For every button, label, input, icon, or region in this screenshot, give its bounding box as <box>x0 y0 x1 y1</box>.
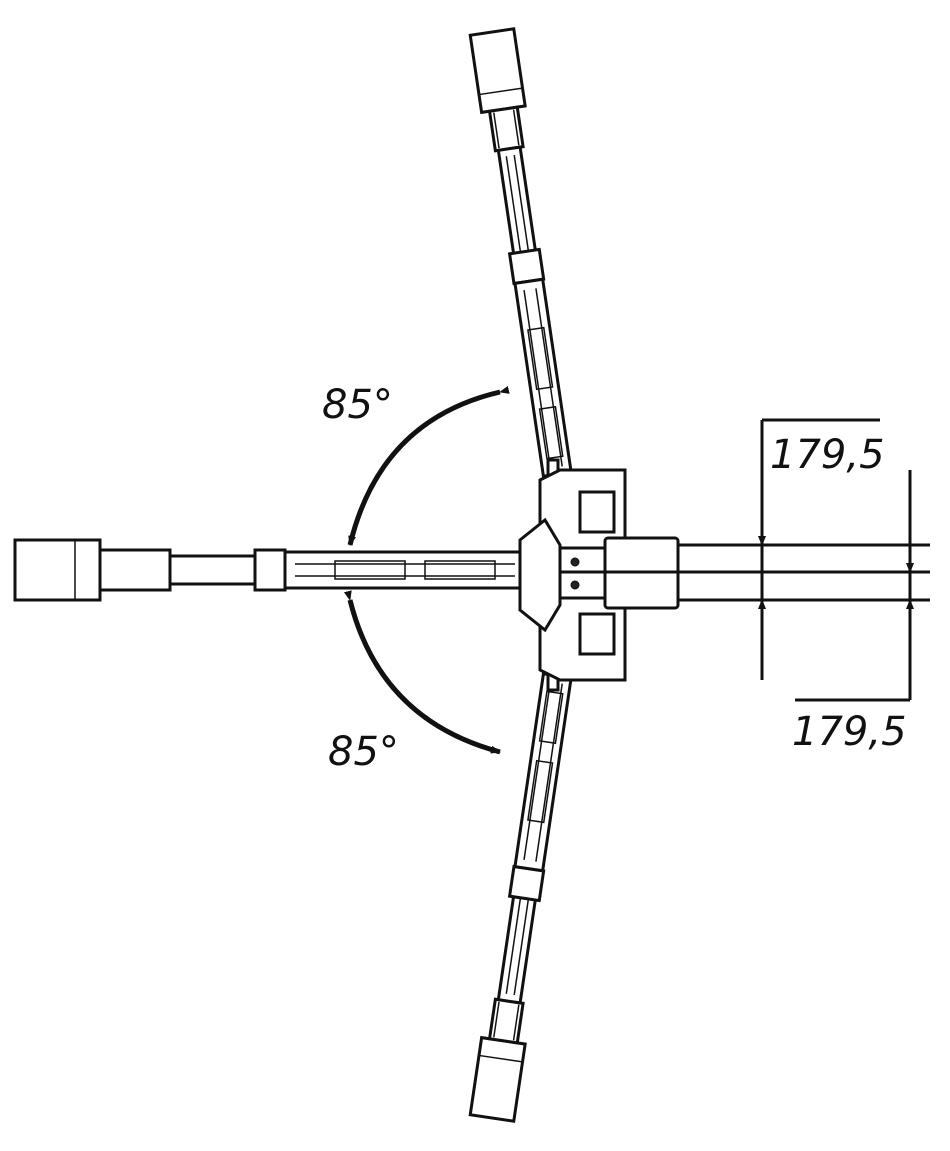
dimension-label-upper: 179,5 <box>770 432 885 478</box>
angle-upper: 85° <box>322 382 510 546</box>
reference-lines <box>560 543 930 602</box>
lower-outrigger-arm <box>468 671 581 1123</box>
central-base <box>518 458 680 692</box>
angle-lower: 85° <box>328 590 501 775</box>
angle-label-lower: 85° <box>328 729 399 775</box>
upper-outrigger-arm <box>468 27 581 479</box>
dimension-label-lower: 179,5 <box>792 709 907 755</box>
angle-label-upper: 85° <box>322 382 393 428</box>
dimension-upper: 179,5 <box>758 418 885 680</box>
dimension-lower: 179,5 <box>792 470 914 755</box>
rear-outrigger-arm <box>13 538 527 602</box>
